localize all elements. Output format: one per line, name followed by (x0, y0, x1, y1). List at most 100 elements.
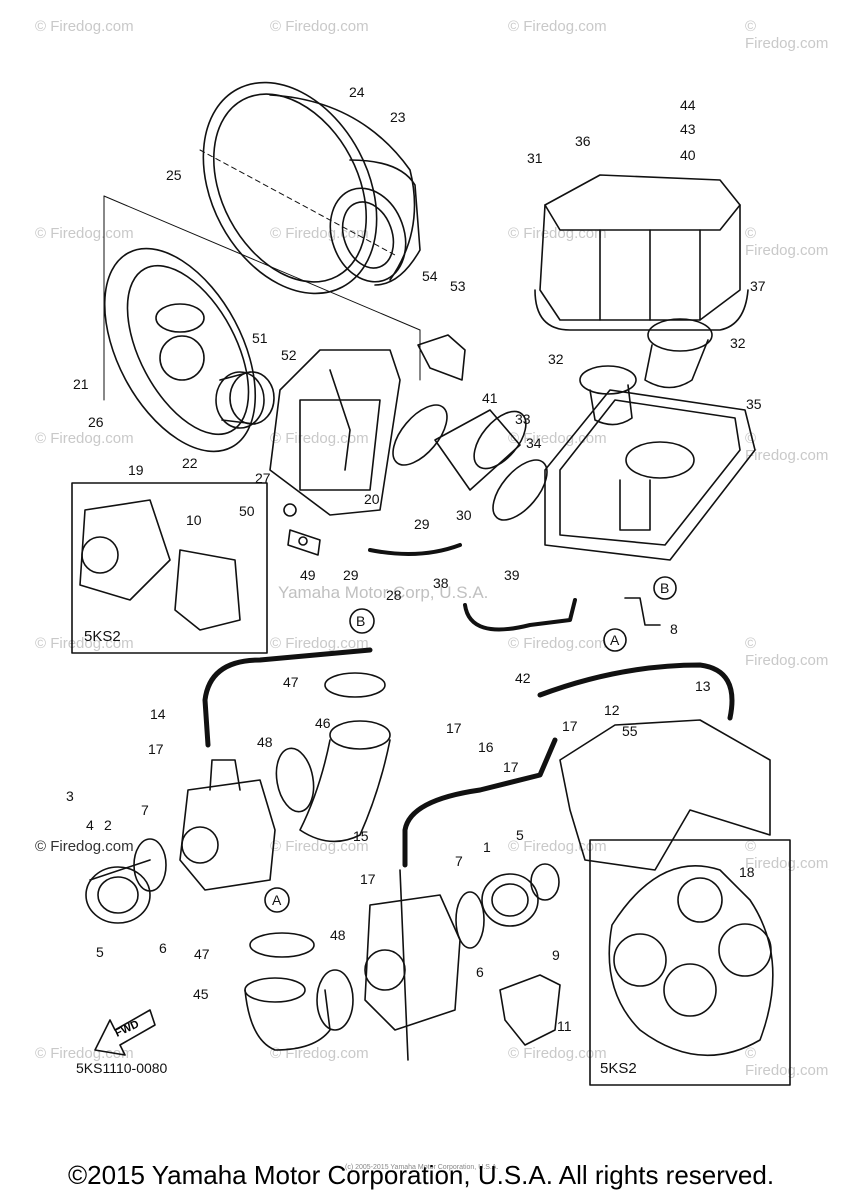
callout-17: 17 (446, 720, 462, 736)
callout-48: 48 (257, 734, 273, 750)
callout-18: 18 (739, 864, 755, 880)
callout-47: 47 (283, 674, 299, 690)
air-case-part-35 (544, 389, 756, 561)
callout-32: 32 (730, 335, 746, 351)
callout-17: 17 (503, 759, 519, 775)
inset-label-left: 5KS2 (84, 628, 121, 645)
marker-a-circle (264, 887, 290, 913)
callout-36: 36 (575, 133, 591, 149)
gasket-part-55 (559, 719, 771, 871)
watermark: © Firedog.com (745, 838, 829, 872)
callout-B: B (660, 580, 669, 596)
callout-23: 23 (390, 109, 406, 125)
callout-16: 16 (478, 739, 494, 755)
callout-8: 8 (670, 621, 678, 637)
callout-39: 39 (504, 567, 520, 583)
callout-44: 44 (680, 97, 696, 113)
watermark: © Firedog.com (745, 225, 829, 259)
diagram-code: 5KS1110-0080 (76, 1060, 168, 1076)
callout-19: 19 (128, 462, 144, 478)
callout-40: 40 (680, 147, 696, 163)
o-ring-part-5 (530, 863, 560, 901)
clamp-part-7 (133, 838, 167, 892)
air-case-part-20 (269, 349, 401, 516)
callout-1: 1 (483, 839, 491, 855)
hose-part-28 (368, 543, 462, 556)
clamp-part-47 (324, 672, 386, 698)
joint-part-22 (215, 371, 275, 429)
callout-49: 49 (300, 567, 316, 583)
inset-label-right: 5KS2 (600, 1060, 637, 1077)
carburetor-left (179, 759, 276, 891)
callout-47: 47 (194, 946, 210, 962)
callout-54: 54 (422, 268, 438, 284)
callout-17: 17 (360, 871, 376, 887)
callout-A: A (610, 632, 620, 648)
marker-b-circle (653, 576, 677, 600)
watermark: © Firedog.com (508, 635, 607, 652)
hose-part-15 (402, 737, 558, 868)
joint-part-33 (434, 409, 527, 491)
joint-part-45 (244, 932, 331, 1051)
carburetor-right (364, 869, 461, 1061)
callout-2: 2 (104, 817, 112, 833)
callout-48: 48 (330, 927, 346, 943)
watermark: © Firedog.com (270, 635, 369, 652)
callout-24: 24 (349, 84, 365, 100)
callout-7: 7 (141, 802, 149, 818)
callout-37: 37 (750, 278, 766, 294)
fitting-part-8 (624, 597, 661, 626)
callout-50: 50 (239, 503, 255, 519)
callout-15: 15 (353, 828, 369, 844)
callout-20: 20 (364, 491, 380, 507)
air-filter-element-part-26 (103, 247, 257, 453)
callout-38: 38 (433, 575, 449, 591)
clamp-part-48 (275, 747, 315, 813)
callout-32: 32 (548, 351, 564, 367)
inset-carburetor-left (79, 499, 241, 631)
bracket-part-49 (287, 529, 321, 556)
callout-41: 41 (482, 390, 498, 406)
callout-12: 12 (604, 702, 620, 718)
grommet-part-50 (283, 503, 297, 517)
watermark: © Firedog.com (745, 18, 829, 52)
callout-17: 17 (148, 741, 164, 757)
hose-part-12 (537, 662, 735, 721)
callout-46: 46 (315, 715, 331, 731)
callout-21: 21 (73, 376, 89, 392)
callout-34: 34 (526, 435, 542, 451)
joint-part-32 (579, 318, 713, 426)
callout-28: 28 (386, 587, 402, 603)
cover-part-9 (499, 974, 561, 1046)
callout-25: 25 (166, 167, 182, 183)
watermark: © Firedog.com (270, 430, 369, 447)
callout-31: 31 (527, 150, 543, 166)
marker-a-circle (603, 628, 627, 652)
callout-10: 10 (186, 512, 202, 528)
watermark: © Firedog.com (270, 838, 369, 855)
funnel-part-23 (329, 159, 421, 286)
callout-5: 5 (516, 827, 524, 843)
hose-part-14 (202, 647, 373, 748)
callout-4: 4 (86, 817, 94, 833)
inset-frame-left (71, 482, 268, 654)
callout-35: 35 (746, 396, 762, 412)
callout-55: 55 (622, 723, 638, 739)
callout-43: 43 (680, 121, 696, 137)
watermark: © Firedog.com (35, 18, 134, 35)
watermark: © Firedog.com (35, 635, 134, 652)
clamp-part-48 (316, 969, 354, 1031)
watermark: © Firedog.com (35, 1045, 134, 1062)
watermark: © Firedog.com (745, 430, 829, 464)
callout-A: A (272, 892, 282, 908)
air-filter-cover-part-24 (202, 81, 416, 295)
watermark: © Firedog.com (35, 225, 134, 242)
inset-frame-right (589, 839, 791, 1086)
marker-b-circle (349, 608, 375, 634)
callout-26: 26 (88, 414, 104, 430)
callout-7: 7 (455, 853, 463, 869)
corp-watermark: Yamaha Motor Corp, U.S.A. (278, 583, 489, 602)
callout-B: B (356, 613, 365, 629)
fwd-label: FWD (113, 1018, 141, 1039)
callout-42: 42 (515, 670, 531, 686)
